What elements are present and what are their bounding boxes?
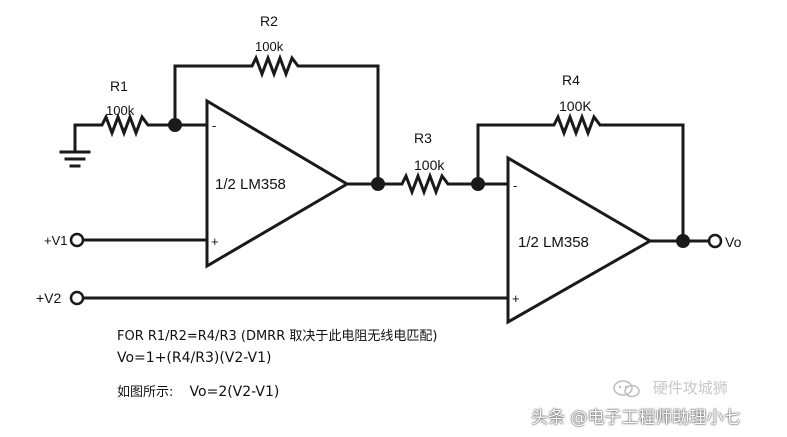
terminal-v2 [69,290,85,306]
note-result-prefix: 如图所示: [117,385,174,400]
resistor-r1 [98,112,152,138]
resistor-r2 [248,53,302,79]
wechat-watermark: 硬件攻城狮 [612,377,728,399]
wire-r4-feedback [476,123,685,243]
note-result-formula: Vo=2(V2-V1) [189,384,280,400]
terminal-vo-label: Vo [725,234,742,250]
terminal-v2-label: +V2 [36,290,62,306]
note-gain-formula: Vo=1+(R4/R3)(V2-V1) [117,350,272,366]
wechat-watermark-text: 硬件攻城狮 [652,379,728,397]
wire-ground-r1 [73,123,100,154]
opamp-u1-noninverting-sign: + [211,234,219,249]
r3-value-label: 100k [414,157,445,173]
opamp-u2-noninverting-sign: + [512,291,520,306]
opamp-u1 [205,98,350,269]
r2-value-label: 100k [255,39,284,54]
opamp-u2-label: 1/2 LM358 [518,234,589,251]
terminal-v1 [69,232,85,248]
opamp-u1-inverting-sign: - [212,118,216,133]
r1-value-label: 100k [106,103,135,118]
resistor-r4 [550,112,604,138]
junction-node-c [471,177,485,191]
ground-icon [59,150,91,168]
toutiao-watermark: 头条 @电子工程师助理小七 [531,408,741,428]
terminal-vo [707,233,723,249]
r4-name-label: R4 [562,72,580,88]
opamp-u1-label: 1/2 LM358 [215,176,286,193]
wire-r2-feedback [173,64,380,186]
resistor-r3 [398,171,452,197]
r2-name-label: R2 [260,13,278,29]
terminal-v1-label: +V1 [44,233,68,248]
opamp-u2 [506,155,653,325]
note-resistor-ratio: FOR R1/R2=R4/R3 (DMRR 取决于此电阻无线电匹配) [117,329,438,344]
r4-value-label: 100K [559,98,592,114]
r3-name-label: R3 [414,130,432,146]
opamp-u2-inverting-sign: - [513,178,517,193]
junction-node-b [371,177,385,191]
r1-name-label: R1 [110,78,128,94]
wechat-icon [613,379,640,397]
junction-node-d [676,234,690,248]
junction-node-a [168,118,182,132]
note-result-line: 如图所示: Vo=2(V2-V1) [117,381,279,400]
